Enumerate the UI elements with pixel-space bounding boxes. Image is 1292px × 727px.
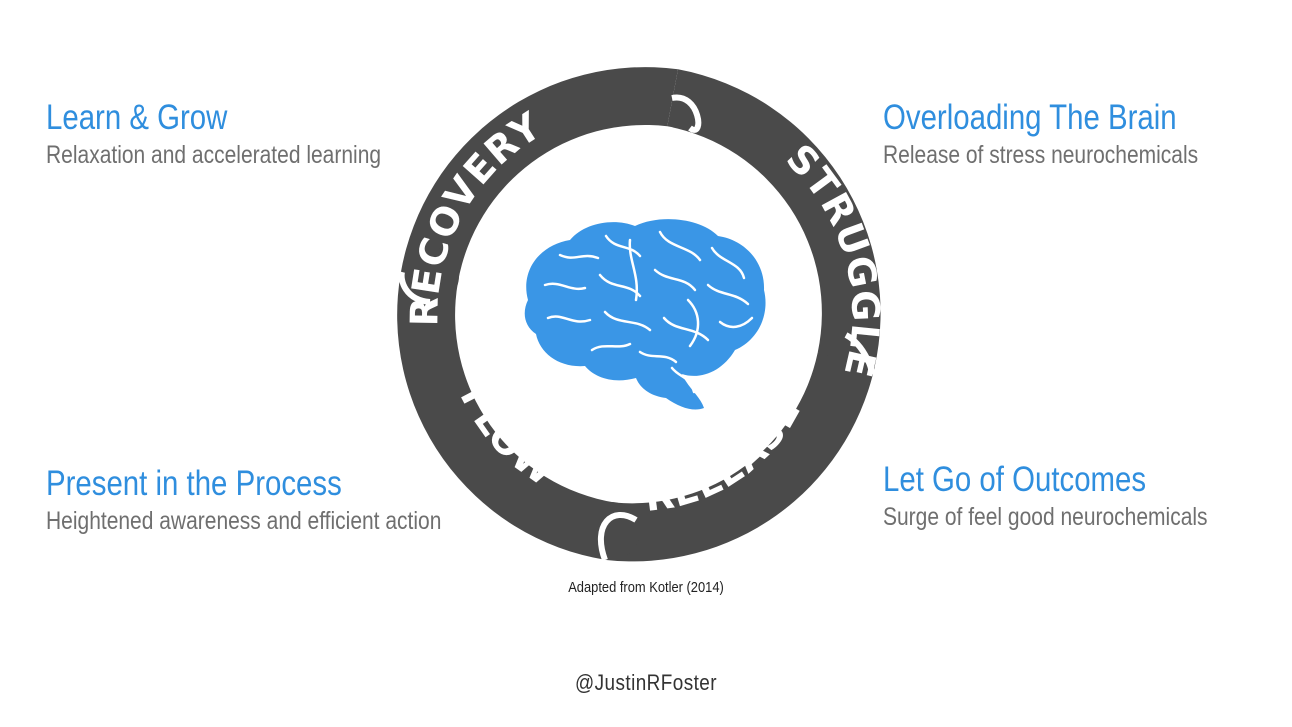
overloading-brain-heading: Overloading The Brain — [883, 98, 1177, 137]
present-process-block: Present in the Process Heightened awaren… — [46, 464, 517, 536]
ring-segment-recovery — [401, 67, 678, 282]
ring-segment-struggle — [667, 69, 881, 370]
learn-grow-description: Relaxation and accelerated learning — [46, 141, 382, 169]
brain-icon — [524, 219, 766, 410]
let-go-description: Surge of feel good neurochemicals — [883, 503, 1208, 531]
learn-grow-heading: Learn & Grow — [46, 98, 228, 137]
source-credit: Adapted from Kotler (2014) — [568, 579, 724, 596]
present-process-heading: Present in the Process — [46, 464, 342, 503]
let-go-block: Let Go of Outcomes Surge of feel good ne… — [883, 460, 1269, 532]
learn-grow-block: Learn & Grow Relaxation and accelerated … — [46, 98, 445, 170]
ring — [397, 67, 881, 562]
ring-segment-release — [606, 352, 875, 562]
present-process-description: Heightened awareness and efficient actio… — [46, 507, 442, 535]
overloading-brain-description: Release of stress neurochemicals — [883, 141, 1199, 169]
let-go-heading: Let Go of Outcomes — [883, 460, 1147, 499]
overloading-brain-block: Overloading The Brain Release of stress … — [883, 98, 1258, 170]
author-handle: @JustinRFoster — [575, 670, 717, 695]
ring-segment-flow — [397, 271, 616, 560]
